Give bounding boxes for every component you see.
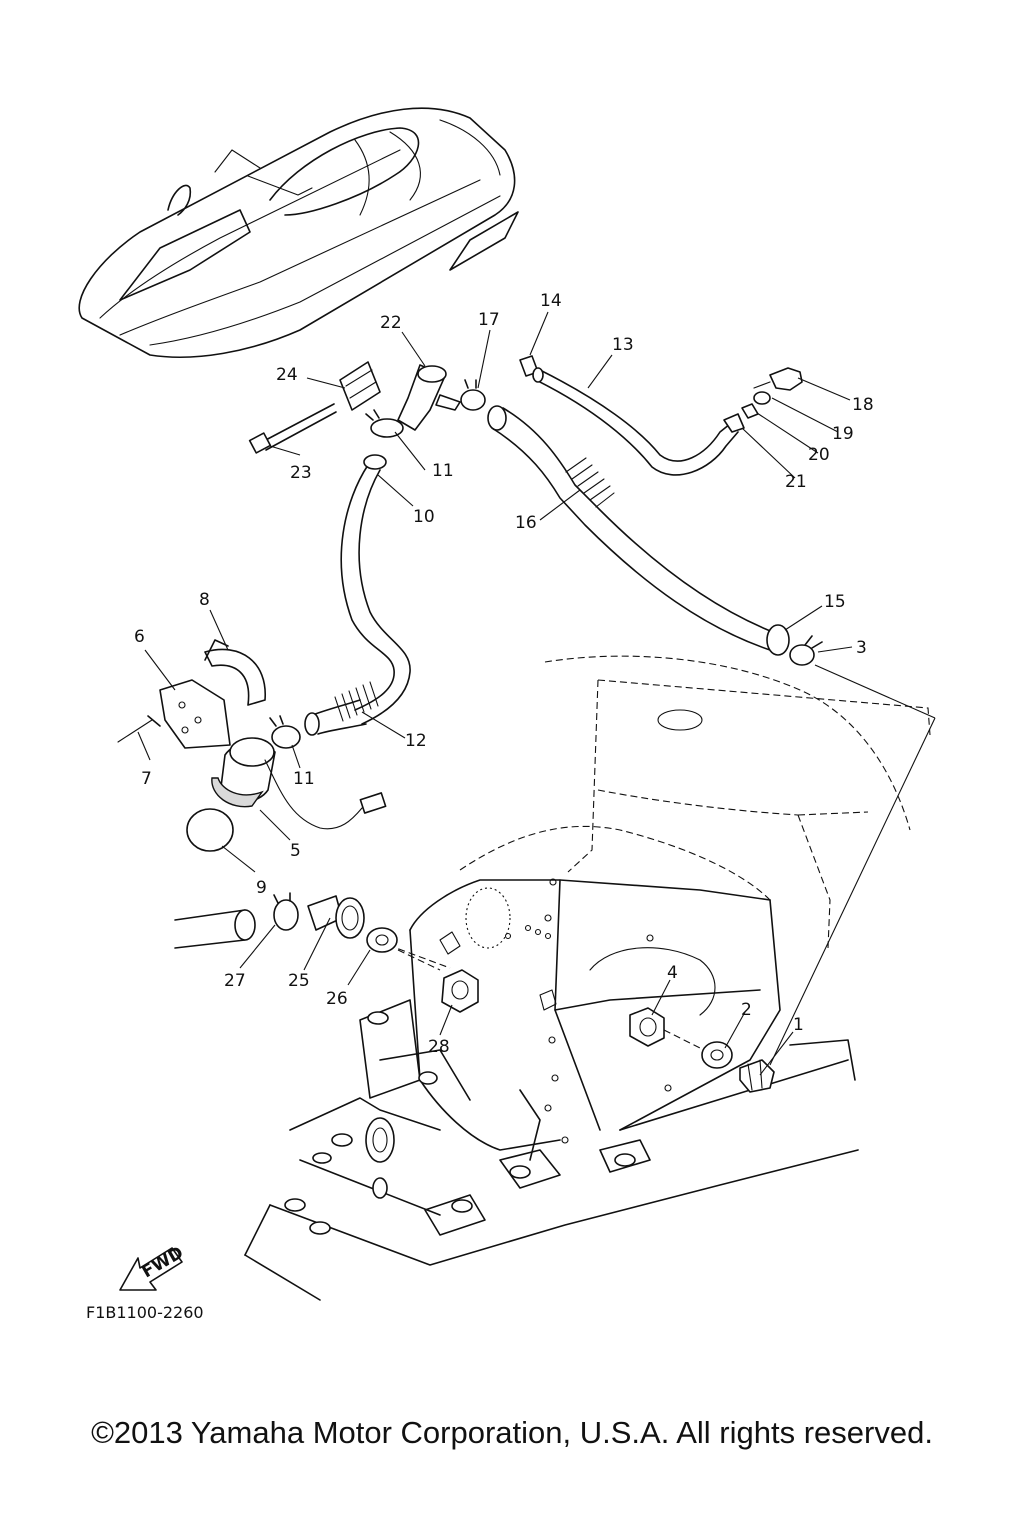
callout-28: 28 [428,1037,450,1057]
callout-10: 10 [413,507,435,527]
callout-25: 25 [288,971,310,991]
copyright-notice: ©2013 Yamaha Motor Corporation, U.S.A. A… [91,1415,933,1450]
callout-6: 6 [134,627,145,647]
elbow-and-ties [248,361,461,454]
callout-22: 22 [380,313,402,333]
callout-11-top: 11 [432,461,454,481]
callout-1: 1 [793,1015,804,1035]
callout-3: 3 [856,638,867,658]
callout-16: 16 [515,513,537,533]
callout-5: 5 [290,841,301,861]
clamps-14-17 [460,355,539,411]
callout-11-bottom: 11 [293,769,315,789]
callout-13: 13 [612,335,634,355]
watercraft-illustration [78,107,519,358]
callout-14: 14 [540,291,562,311]
bed-holes [504,878,672,1144]
callout-9: 9 [256,878,267,898]
outlet-fitting-parts [174,892,479,1013]
hose-15-16 [487,405,936,1066]
fwd-label: FWD [139,1243,188,1283]
mounting-bosses [284,1011,636,1235]
callout-2: 2 [741,1000,752,1020]
callout-7: 7 [141,769,152,789]
callout-20: 20 [808,445,830,465]
fwd-arrow: FWD [119,1243,188,1291]
callout-26: 26 [326,989,348,1009]
drawing-code: F1B1100-2260 [86,1303,204,1322]
callout-4: 4 [667,963,678,983]
callout-19: 19 [832,424,854,444]
callout-24: 24 [276,365,298,385]
callout-15: 15 [824,592,846,612]
callout-17: 17 [478,310,500,330]
callout-8: 8 [199,590,210,610]
callout-27: 27 [224,971,246,991]
bilge-pump [186,737,387,852]
outlet-fittings-1-4 [629,1007,775,1093]
callout-23: 23 [290,463,312,483]
callout-12: 12 [405,731,427,751]
callout-21: 21 [785,472,807,492]
leader-lines [137,311,853,1076]
fittings-18-21 [723,367,803,433]
hose-10-12 [304,454,411,736]
callout-labels: 1 2 3 4 5 6 7 8 9 10 11 11 12 13 14 15 1… [134,291,874,1057]
callout-18: 18 [852,395,874,415]
hose-13 [532,367,739,476]
pump-bracket [117,639,266,749]
hull-engine-bed [244,655,931,1301]
